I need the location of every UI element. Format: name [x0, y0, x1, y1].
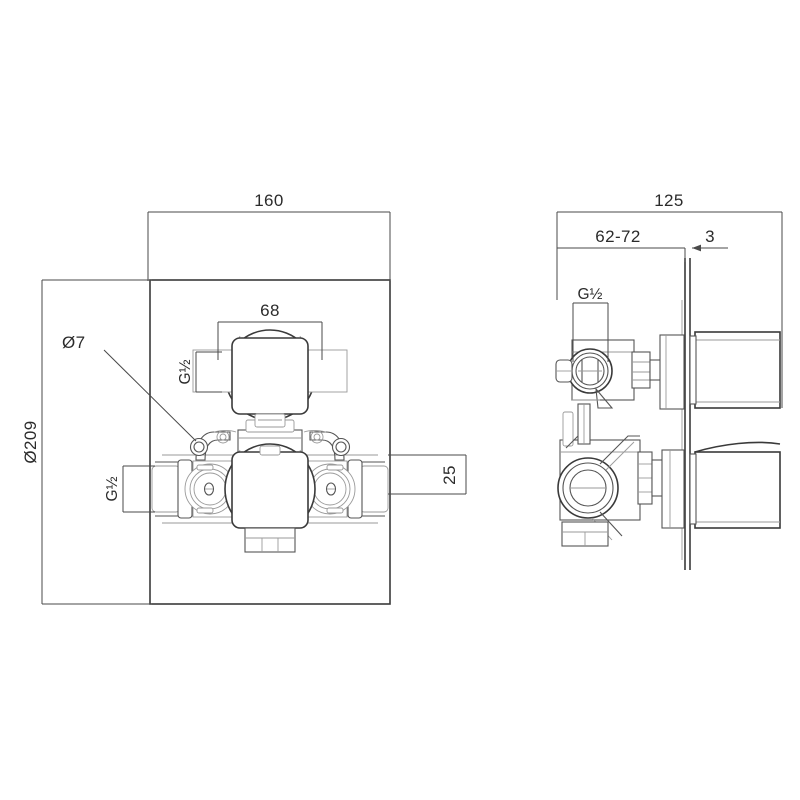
- front-fixing-hole-left: [189, 437, 209, 457]
- dim-front-body-depth: 25: [388, 455, 466, 494]
- front-hole-diameter-label: Ø7: [62, 333, 85, 352]
- dim-side-overall-depth: 125: [557, 191, 782, 408]
- side-view: 125 62-72 3 G½: [555, 191, 782, 570]
- dim-front-hole-diameter: Ø7: [62, 333, 196, 441]
- front-inlet-top-label: G½: [177, 359, 194, 384]
- front-inlet-bottom-label: G½: [104, 476, 121, 501]
- side-inlet-label: G½: [578, 286, 603, 303]
- dim-side-plate-thickness: 3: [692, 227, 728, 252]
- front-right-inlet-port: [296, 459, 389, 519]
- side-lower-handle: [694, 451, 781, 529]
- front-fixing-hole-right: [331, 437, 351, 457]
- side-upper-valve-assembly: [555, 331, 781, 410]
- dim-front-knob-width: 68: [218, 301, 322, 360]
- side-upper-handle: [694, 331, 781, 409]
- side-install-depth-label: 62-72: [595, 227, 640, 246]
- dim-front-overall-width: 160: [148, 191, 390, 281]
- front-plate-diameter-label: Ø209: [21, 420, 40, 463]
- side-lower-valve-assembly: [557, 403, 781, 547]
- dim-front-inlet-bottom: G½: [104, 466, 155, 512]
- side-overall-depth-label: 125: [654, 191, 684, 210]
- front-body-depth-label: 25: [440, 465, 459, 485]
- dim-front-plate-diameter: Ø209: [21, 280, 152, 604]
- front-view: 160 68 Ø209 Ø7 G½: [21, 191, 466, 605]
- side-plate-thickness-label: 3: [705, 227, 715, 246]
- front-knob-width-label: 68: [260, 301, 280, 320]
- front-overall-width-label: 160: [254, 191, 284, 210]
- dim-front-inlet-top: G½: [177, 352, 222, 392]
- dim-side-inlet: G½: [573, 286, 608, 362]
- front-lower-knob: [224, 443, 316, 553]
- front-fixing-ears: [189, 430, 351, 461]
- dim-side-install-depth: 62-72: [557, 227, 685, 300]
- front-upper-knob: [192, 329, 348, 428]
